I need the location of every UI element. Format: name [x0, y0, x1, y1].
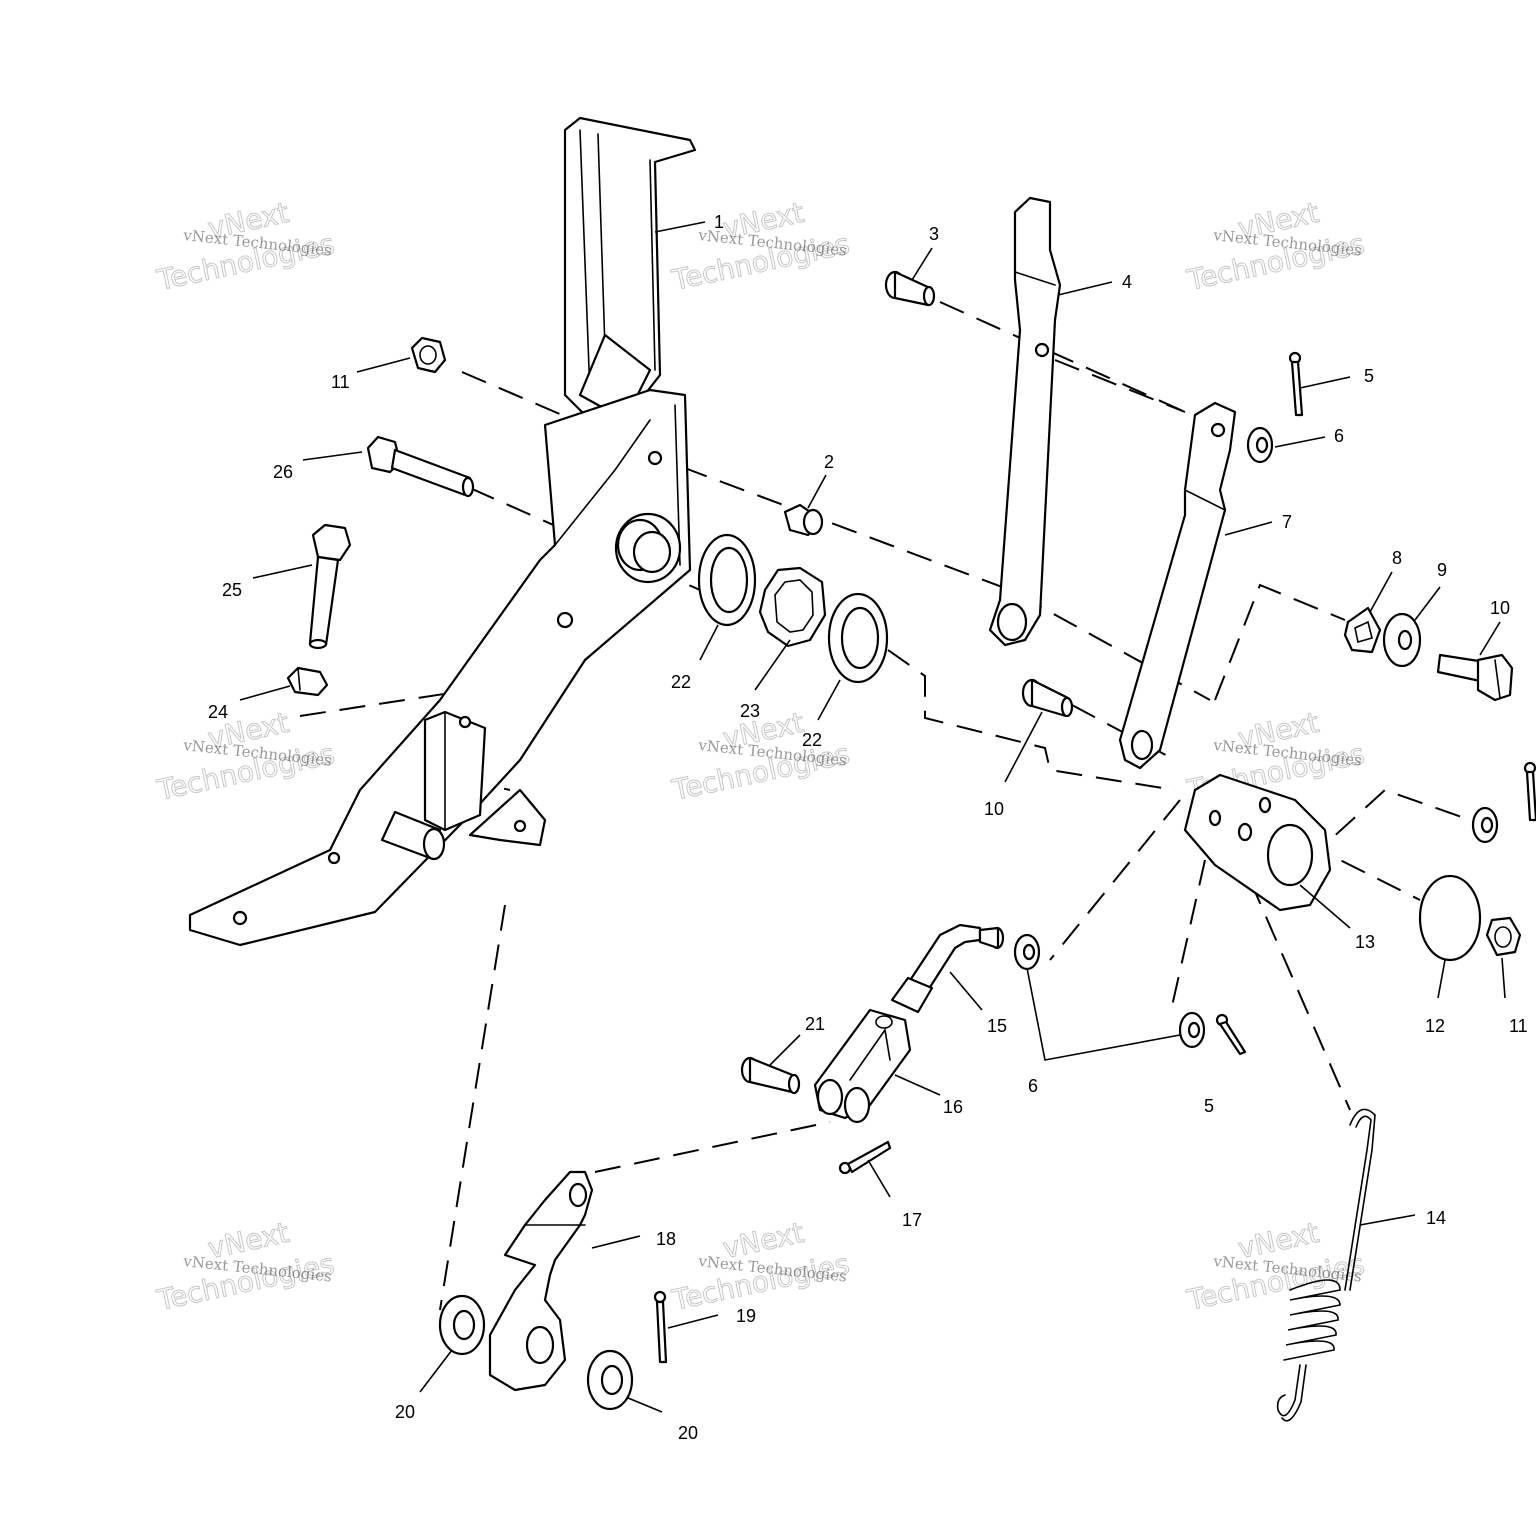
cotter-pin-part-19	[653, 1290, 668, 1364]
callout-20-left: 20	[395, 1402, 415, 1422]
callout-20-right: 20	[678, 1423, 698, 1443]
callouts: 1 2 3 4 5 6 7 8 9 10 11 26 25 24 22 23 2…	[208, 212, 1528, 1443]
callout-21: 21	[805, 1014, 825, 1034]
rod-part-15	[890, 923, 1005, 1014]
callout-12: 12	[1425, 1016, 1445, 1036]
bolt-part-26	[366, 435, 475, 498]
callout-15: 15	[987, 1016, 1007, 1036]
callout-5-upper: 5	[1364, 366, 1374, 386]
cotter-pin-part-17	[838, 1140, 892, 1175]
callout-22-left: 22	[671, 672, 691, 692]
pin-part-21	[740, 1056, 801, 1095]
callout-11-upper: 11	[331, 372, 350, 392]
washer-part-22-left	[697, 533, 757, 627]
callout-2: 2	[824, 452, 834, 472]
bolt-part-25	[308, 523, 352, 650]
clevis-part-16	[813, 1008, 912, 1124]
plate-part-13	[1183, 773, 1332, 912]
lock-washer-part-8	[1343, 606, 1382, 654]
bolt-part-10-right	[1436, 653, 1514, 702]
callout-6-lower: 6	[1028, 1076, 1038, 1096]
spring-part-14	[1276, 1108, 1376, 1422]
callout-7: 7	[1282, 512, 1292, 532]
pin-part-10-left	[1021, 678, 1074, 718]
callout-9: 9	[1437, 560, 1447, 580]
leader-lines	[239, 221, 1506, 1413]
callout-13: 13	[1355, 932, 1375, 952]
washer-part-6-lower-right	[1178, 1011, 1206, 1049]
cotter-pin-part-5-upper	[1288, 351, 1304, 417]
washer-part-6-lower	[1013, 933, 1041, 971]
callout-23: 23	[740, 701, 760, 721]
wave-washer-part-23	[758, 566, 827, 648]
arm-part-18	[488, 1170, 594, 1392]
callout-5-lower: 5	[1204, 1096, 1214, 1116]
washer-part-20-left	[438, 1294, 486, 1356]
washer-part-9	[1382, 612, 1422, 668]
callout-11-lower: 11	[1509, 1016, 1528, 1036]
nut-part-24	[286, 666, 329, 697]
callout-6-upper: 6	[1334, 426, 1344, 446]
nut-part-11-upper	[410, 336, 447, 374]
washer-part-6-upper	[1246, 426, 1274, 464]
callout-17: 17	[902, 1210, 922, 1230]
watermarks: vNext Technologies vNext Technologies vN…	[153, 195, 1368, 1317]
callout-1: 1	[714, 212, 724, 232]
washer-part-20-right	[586, 1349, 634, 1411]
callout-3: 3	[929, 224, 939, 244]
spacer-part-2	[783, 503, 824, 537]
callout-14: 14	[1426, 1208, 1446, 1228]
callout-22-right: 22	[802, 730, 822, 750]
cotter-pin-right	[1523, 761, 1536, 822]
cotter-pin-part-5-lower	[1215, 1013, 1247, 1056]
main-bracket	[188, 116, 697, 947]
washer-right	[1471, 806, 1499, 844]
callout-19: 19	[736, 1306, 756, 1326]
nut-part-11-lower	[1485, 916, 1522, 957]
callout-10-left: 10	[984, 799, 1004, 819]
lever-part-4	[988, 196, 1062, 647]
callout-4: 4	[1122, 272, 1132, 292]
callout-10-right: 10	[1490, 598, 1510, 618]
washer-part-22-right	[827, 592, 889, 684]
callout-24: 24	[208, 702, 228, 722]
callout-18: 18	[656, 1229, 676, 1249]
callout-16: 16	[943, 1097, 963, 1117]
callout-26: 26	[273, 462, 293, 482]
washer-part-12	[1418, 874, 1482, 962]
callout-8: 8	[1392, 548, 1402, 568]
pin-part-3	[884, 270, 936, 307]
lever-part-7	[1118, 401, 1237, 770]
callout-25: 25	[222, 580, 242, 600]
